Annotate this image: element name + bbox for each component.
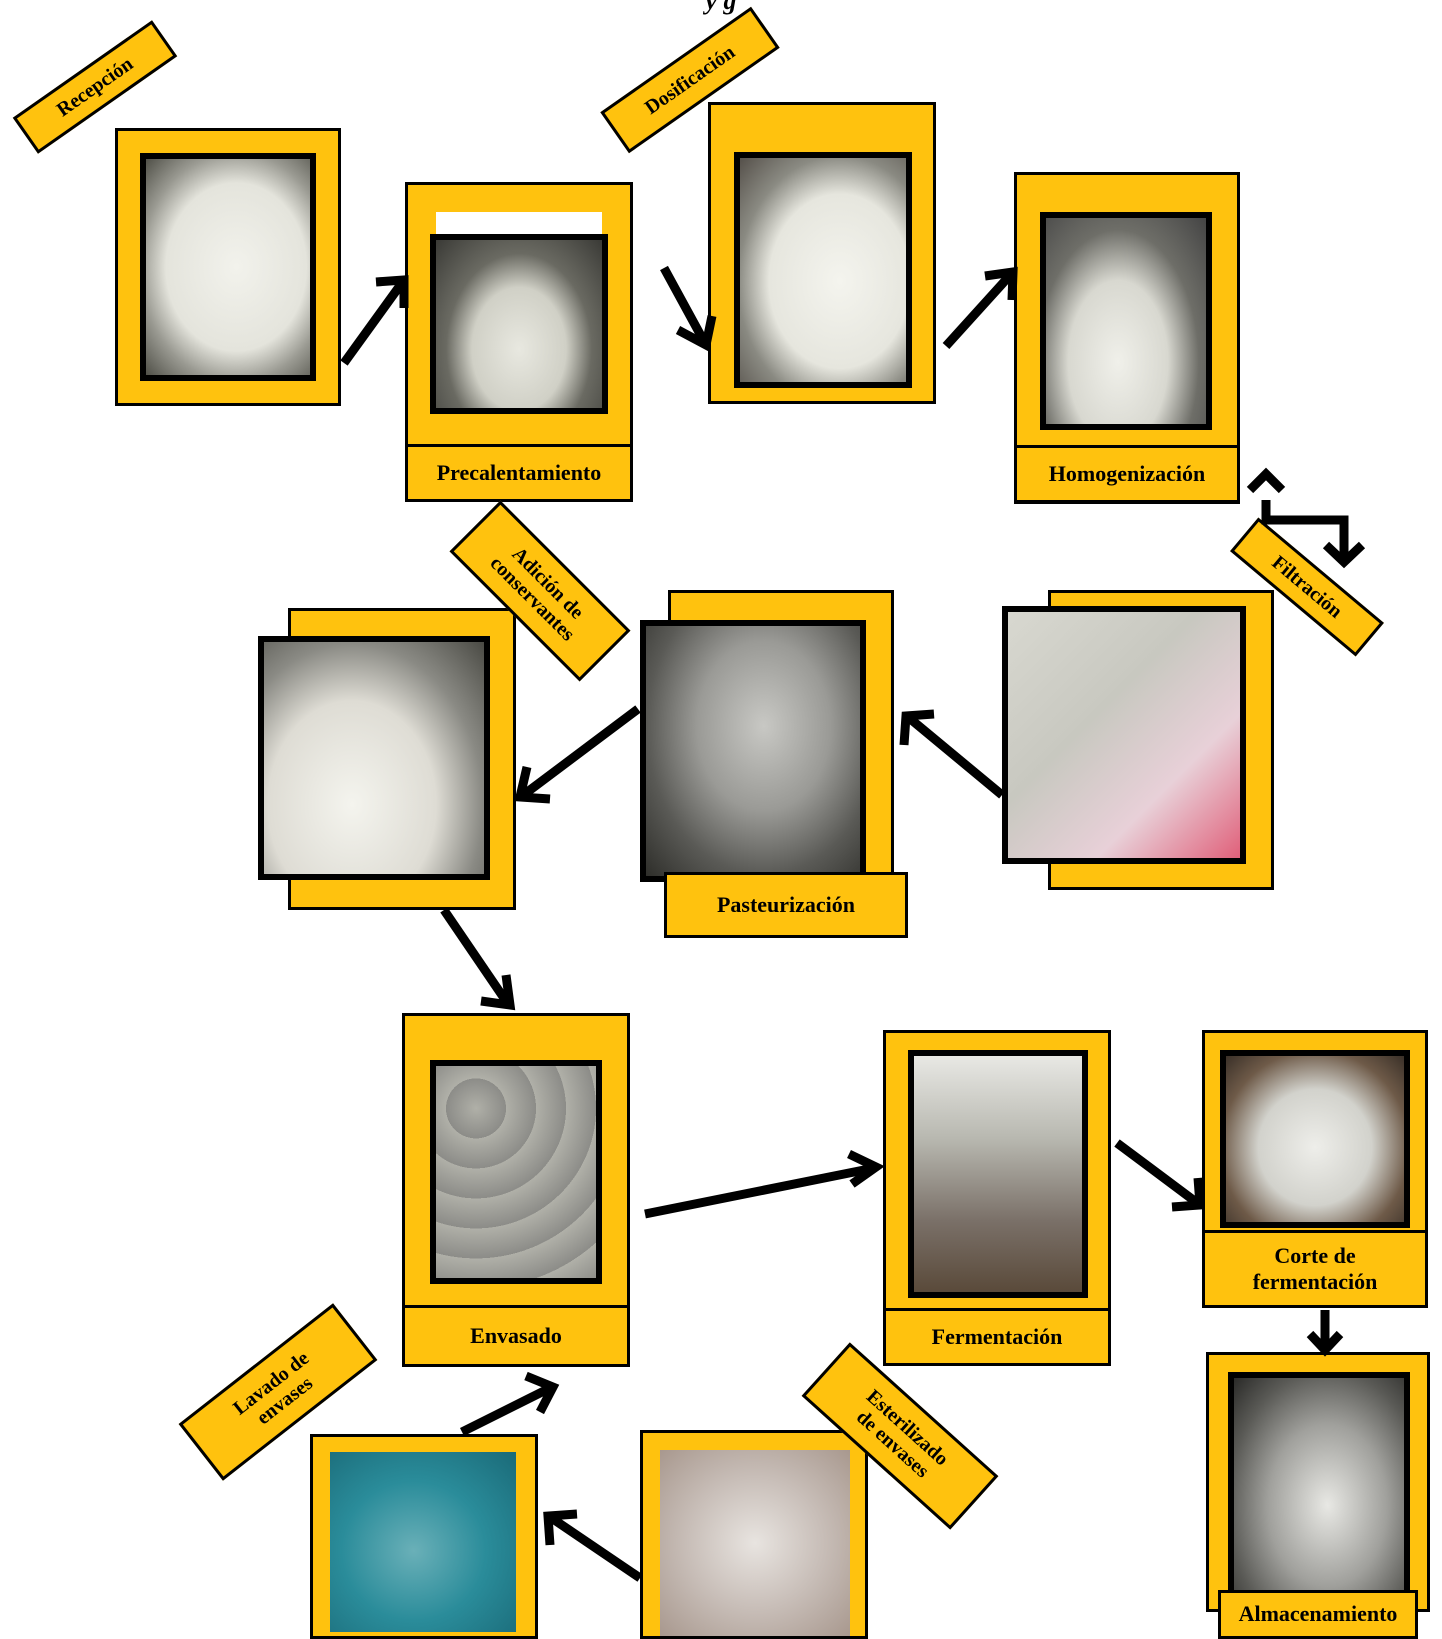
label-precalentamiento: Precalentamiento — [405, 444, 633, 502]
photo-homogenizacion — [1040, 212, 1212, 430]
arrow-envasado-fermentacion — [645, 1154, 876, 1214]
arrow-filtracion-pasteurizacion — [904, 714, 1002, 795]
photo-almacenamiento — [1228, 1372, 1410, 1596]
photo-corte — [1220, 1050, 1410, 1228]
photo-recepcion — [140, 153, 316, 381]
photo-precalentamiento — [430, 234, 608, 414]
label-pasteurizacion: Pasteurización — [664, 872, 908, 938]
arrow-fermentacion-corte — [1117, 1143, 1200, 1207]
arrow-corte-almacenamiento — [1310, 1310, 1340, 1350]
arrow-pasteurizacion-adicion — [520, 709, 638, 799]
photo-dosificacion — [734, 152, 912, 388]
photo-fermentacion — [908, 1050, 1088, 1298]
arrow-precalentamiento-dosificacion — [664, 268, 712, 345]
arrow-dosificacion-homogenizacion — [946, 272, 1013, 346]
photo-esterilizado — [660, 1450, 850, 1636]
photo-adicion — [258, 636, 490, 880]
label-envasado: Envasado — [402, 1305, 630, 1367]
arrow-recepcion-precalentamiento — [344, 280, 404, 363]
label-corte: Corte de fermentación — [1202, 1230, 1428, 1308]
label-fermentacion: Fermentación — [883, 1308, 1111, 1366]
diagram-title: y g — [0, 0, 1442, 16]
label-homogenizacion: Homogenización — [1014, 445, 1240, 503]
photo-pasteurizacion — [640, 620, 866, 882]
photo-envasado — [430, 1060, 602, 1284]
arrow-esterilizado-lavado — [548, 1514, 640, 1578]
arrow-adicion-envasado — [444, 910, 510, 1005]
label-almacenamiento: Almacenamiento — [1218, 1590, 1418, 1639]
arrow-lavado-envasado — [462, 1376, 553, 1432]
photo-lavado — [330, 1452, 516, 1632]
photo-filtracion — [1002, 606, 1246, 864]
